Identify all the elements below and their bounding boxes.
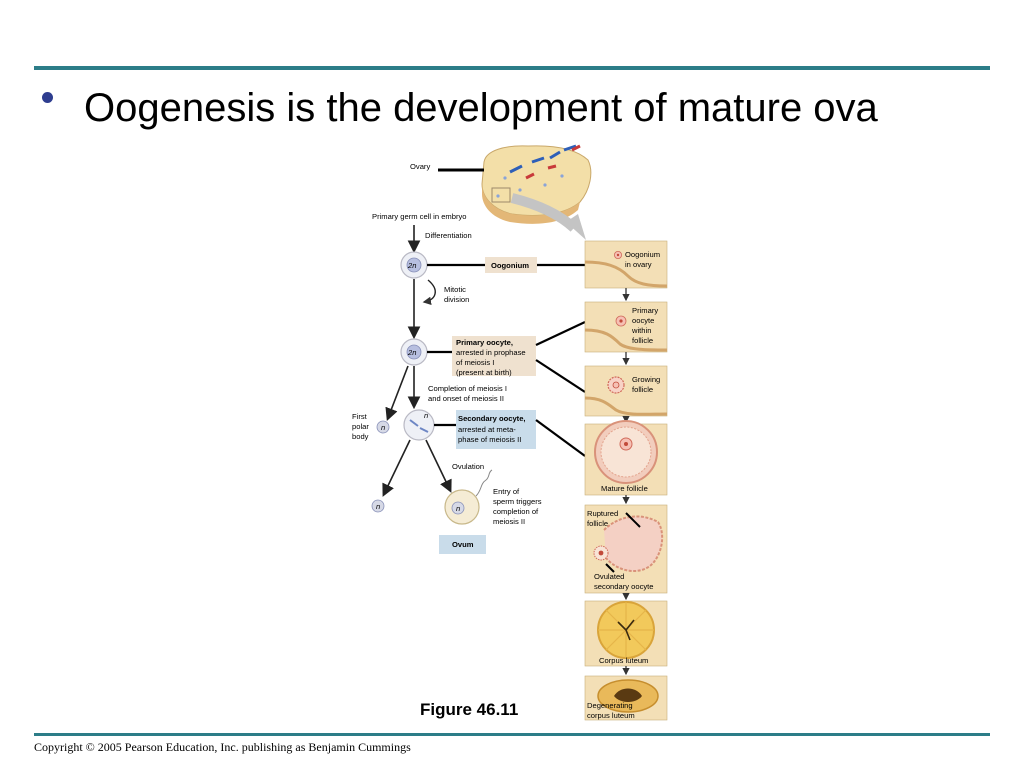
panel-label-ovulated-1: Ovulated xyxy=(594,572,624,581)
cell-ploidy-label: n xyxy=(424,411,428,420)
panel-label-oogonium-1: Oogonium xyxy=(625,250,660,259)
secondary-oocyte-title: Secondary oocyte, xyxy=(458,414,526,423)
mitotic-label-2: division xyxy=(444,295,469,304)
bullet-icon xyxy=(42,92,53,103)
oogonium-box xyxy=(485,257,537,273)
secondary-to-mature-leader xyxy=(535,419,586,457)
first-polar-body: n xyxy=(376,420,390,434)
panel-label-degenerating-2: corpus luteum xyxy=(587,711,635,720)
primary-oocyte-title: Primary oocyte, xyxy=(456,338,513,347)
panel-label-mature: Mature follicle xyxy=(601,484,648,493)
figure-caption: Figure 46.11 xyxy=(420,700,519,719)
cell-ploidy-label: 2n xyxy=(407,348,416,357)
primary-to-follicle-leader xyxy=(535,321,586,346)
sperm-entry-line-3: completion of xyxy=(493,507,539,516)
sperm-entry-line-1: Entry of xyxy=(493,487,520,496)
cell-ploidy-label: 2n xyxy=(407,261,416,270)
primary-oocyte-line-4: (present at birth) xyxy=(456,368,512,377)
panel-ruptured-follicle: Ruptured follicle Ovulated secondary ooc… xyxy=(584,504,668,594)
panel-label-ruptured-2: follicle xyxy=(587,519,608,528)
ovary-label: Ovary xyxy=(410,162,430,171)
panel-label-growing-1: Growing xyxy=(632,375,660,384)
slide-bullet-text: Oogenesis is the development of mature o… xyxy=(84,86,878,130)
cell-ploidy-label: n xyxy=(456,504,460,513)
cell-ploidy-label: n xyxy=(376,502,380,511)
secondary-oocyte-cell: n xyxy=(403,409,435,441)
panel-label-degenerating-1: Degenerating xyxy=(587,701,633,710)
panel-oogonium: Oogonium in ovary xyxy=(584,240,668,289)
panel-mature-follicle: Mature follicle xyxy=(584,420,668,496)
bottom-divider xyxy=(34,733,990,736)
panel-label-ovulated-2: secondary oocyte xyxy=(594,582,654,591)
ovum-cell: n xyxy=(444,469,493,525)
panel-label-corpus-luteum: Corpus luteum xyxy=(599,656,648,665)
ovary-illustration xyxy=(481,144,592,240)
sperm-entry-line-4: meiosis II xyxy=(493,517,525,526)
cell-ploidy-label: n xyxy=(381,423,385,432)
panel-corpus-luteum: Corpus luteum xyxy=(584,600,668,667)
panel-label-primary-4: follicle xyxy=(632,336,653,345)
sperm-entry-line-2: sperm triggers xyxy=(493,497,542,506)
panel-label-primary-2: oocyte xyxy=(632,316,654,325)
oogonium-cell: 2n xyxy=(400,251,428,279)
primary-to-growing-leader xyxy=(535,359,586,393)
panel-degenerating-corpus-luteum: Degenerating corpus luteum xyxy=(584,675,668,721)
panel-label-primary-1: Primary xyxy=(632,306,658,315)
primary-oocyte-line-3: of meiosis I xyxy=(456,358,494,367)
panel-label-oogonium-2: in ovary xyxy=(625,260,652,269)
secondary-oocyte-box xyxy=(456,410,536,449)
completion-label-1: Completion of meiosis I xyxy=(428,384,507,393)
second-polar-arrow xyxy=(382,439,411,497)
panel-label-primary-3: within xyxy=(631,326,651,335)
secondary-oocyte-line-3: phase of meiosis II xyxy=(458,435,521,444)
secondary-oocyte-line-2: arrested at meta- xyxy=(458,425,516,434)
top-divider xyxy=(34,66,990,70)
ovulation-label: Ovulation xyxy=(452,462,484,471)
primary-oocyte-box xyxy=(452,336,536,376)
primary-germ-cell-label: Primary germ cell in embryo xyxy=(372,212,467,221)
primary-oocyte-line-2: arrested in prophase xyxy=(456,348,526,357)
primary-oocyte-cell: 2n xyxy=(400,338,428,366)
mitotic-label-1: Mitotic xyxy=(444,285,466,294)
first-polar-label-3: body xyxy=(352,432,369,441)
ovulation-arrow xyxy=(425,439,452,493)
panel-growing-follicle: Growing follicle xyxy=(584,365,668,417)
copyright-footer: Copyright © 2005 Pearson Education, Inc.… xyxy=(34,740,411,754)
panel-label-ruptured-1: Ruptured xyxy=(587,509,618,518)
first-polar-label-1: First xyxy=(352,412,368,421)
mitotic-loop-arrow xyxy=(422,279,436,305)
ovum-box xyxy=(439,535,486,554)
first-polar-label-2: polar xyxy=(352,422,369,431)
panel-label-growing-2: follicle xyxy=(632,385,653,394)
completion-label-2: and onset of meiosis II xyxy=(428,394,504,403)
ovum-box-label: Ovum xyxy=(452,540,474,549)
panel-primary-oocyte: Primary oocyte within follicle xyxy=(584,301,668,353)
polar-body-arrow xyxy=(385,365,409,421)
differentiation-label: Differentiation xyxy=(425,231,472,240)
oogonium-box-label: Oogonium xyxy=(491,261,529,270)
second-polar-body: n xyxy=(371,499,385,513)
